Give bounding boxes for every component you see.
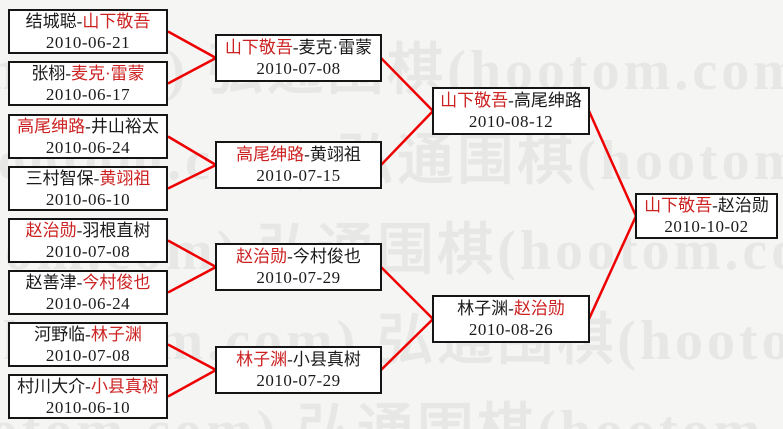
player-name: 赵治勋 [236,247,288,266]
match-sf-2: 林子渊-赵治勋 2010-08-26 [432,295,590,343]
match-date: 2010-06-24 [45,137,131,157]
player-name: 黄翊祖 [309,145,361,164]
player-name: 高尾绅路 [513,91,582,110]
player-name: 黄翊祖 [99,168,151,188]
vs-separator: - [85,324,91,344]
vs-separator: - [508,91,514,110]
player-name: 张栩 [31,63,66,83]
player-name: 山下敬吾 [82,11,151,31]
player-name: 村川大介 [17,376,86,396]
player-name: 赵治勋 [513,299,565,318]
vs-separator: - [287,247,293,266]
match-r2-1: 山下敬吾-麦克·雷蒙 2010-07-08 [215,34,382,82]
match-players: 高尾绅路-黄翊祖 [236,144,361,165]
match-r1-2: 张栩-麦克·雷蒙 2010-06-17 [8,61,168,106]
player-name: 高尾绅路 [17,116,86,136]
match-date: 2010-07-29 [256,371,341,390]
match-r1-8: 村川大介-小县真树 2010-06-10 [8,374,168,419]
match-players: 河野临-林子渊 [34,324,142,345]
player-name: 山下敬吾 [440,91,509,110]
player-name: 赵善津 [25,272,77,292]
match-final: 山下敬吾-赵治勋 2010-10-02 [635,193,778,239]
vs-separator: - [65,63,71,83]
vs-separator: - [287,350,293,369]
match-date: 2010-10-02 [664,217,749,236]
match-date: 2010-06-17 [45,84,131,104]
match-r1-5: 赵治勋-羽根直树 2010-07-08 [8,218,168,263]
match-players: 高尾绅路-井山裕太 [17,116,159,137]
vs-separator: - [85,116,91,136]
match-players: 赵善津-今村俊也 [26,272,151,293]
match-date: 2010-08-12 [468,112,554,131]
vs-separator: - [76,272,83,292]
match-date: 2010-06-10 [45,189,131,209]
match-r1-7: 河野临-林子渊 2010-07-08 [8,322,168,367]
player-name: 井山裕太 [90,116,159,136]
vs-separator: - [304,145,310,164]
player-name: 麦克·雷蒙 [71,63,145,83]
match-date: 2010-07-15 [256,166,341,185]
match-players: 山下敬吾-赵治勋 [644,195,769,216]
player-name: 赵治勋 [717,196,769,215]
match-date: 2010-08-26 [468,320,554,339]
match-players: 村川大介-小县真树 [17,376,159,397]
match-r1-3: 高尾绅路-井山裕太 2010-06-24 [8,114,168,159]
player-name: 山下敬吾 [644,196,713,215]
match-players: 山下敬吾-高尾绅路 [440,90,582,111]
match-r1-1: 结城聪-山下敬吾 2010-06-21 [8,9,168,54]
match-r2-3: 赵治勋-今村俊也 2010-07-29 [215,243,382,291]
match-r2-2: 高尾绅路-黄翊祖 2010-07-15 [215,141,382,189]
match-players: 林子渊-小县真树 [236,349,361,370]
player-name: 河野临 [34,324,86,344]
match-r1-6: 赵善津-今村俊也 2010-06-24 [8,270,168,315]
player-name: 结城聪 [25,11,77,31]
match-r1-4: 三村智保-黄翊祖 2010-06-10 [8,166,168,211]
vs-separator: - [76,220,83,240]
player-name: 今村俊也 [292,247,361,266]
match-date: 2010-07-08 [45,241,131,261]
player-name: 林子渊 [236,350,288,369]
player-name: 林子渊 [457,299,509,318]
vs-separator: - [508,299,514,318]
match-players: 林子渊-赵治勋 [457,298,565,319]
vs-separator: - [85,376,91,396]
player-name: 麦克·雷蒙 [298,38,373,57]
match-sf-1: 山下敬吾-高尾绅路 2010-08-12 [432,87,590,135]
match-date: 2010-07-08 [256,59,341,78]
vs-separator: - [76,11,83,31]
match-players: 三村智保-黄翊祖 [26,168,151,189]
match-r2-4: 林子渊-小县真树 2010-07-29 [215,346,382,394]
player-name: 高尾绅路 [236,145,305,164]
player-name: 羽根直树 [82,220,151,240]
match-players: 张栩-麦克·雷蒙 [31,63,144,84]
match-players: 结城聪-山下敬吾 [26,11,151,32]
vs-separator: - [93,168,100,188]
match-players: 赵治勋-今村俊也 [236,246,361,267]
player-name: 今村俊也 [82,272,151,292]
vs-separator: - [292,38,299,57]
vs-separator: - [712,196,718,215]
player-name: 小县真树 [292,350,361,369]
match-players: 山下敬吾-麦克·雷蒙 [225,37,372,58]
player-name: 三村智保 [25,168,94,188]
player-name: 小县真树 [90,376,159,396]
match-date: 2010-06-10 [45,397,131,417]
match-players: 赵治勋-羽根直树 [26,220,151,241]
player-name: 林子渊 [90,324,142,344]
player-name: 赵治勋 [25,220,77,240]
match-date: 2010-07-08 [45,345,131,365]
match-date: 2010-06-21 [45,32,131,52]
player-name: 山下敬吾 [224,38,293,57]
match-date: 2010-06-24 [45,293,131,313]
match-date: 2010-07-29 [256,268,341,287]
